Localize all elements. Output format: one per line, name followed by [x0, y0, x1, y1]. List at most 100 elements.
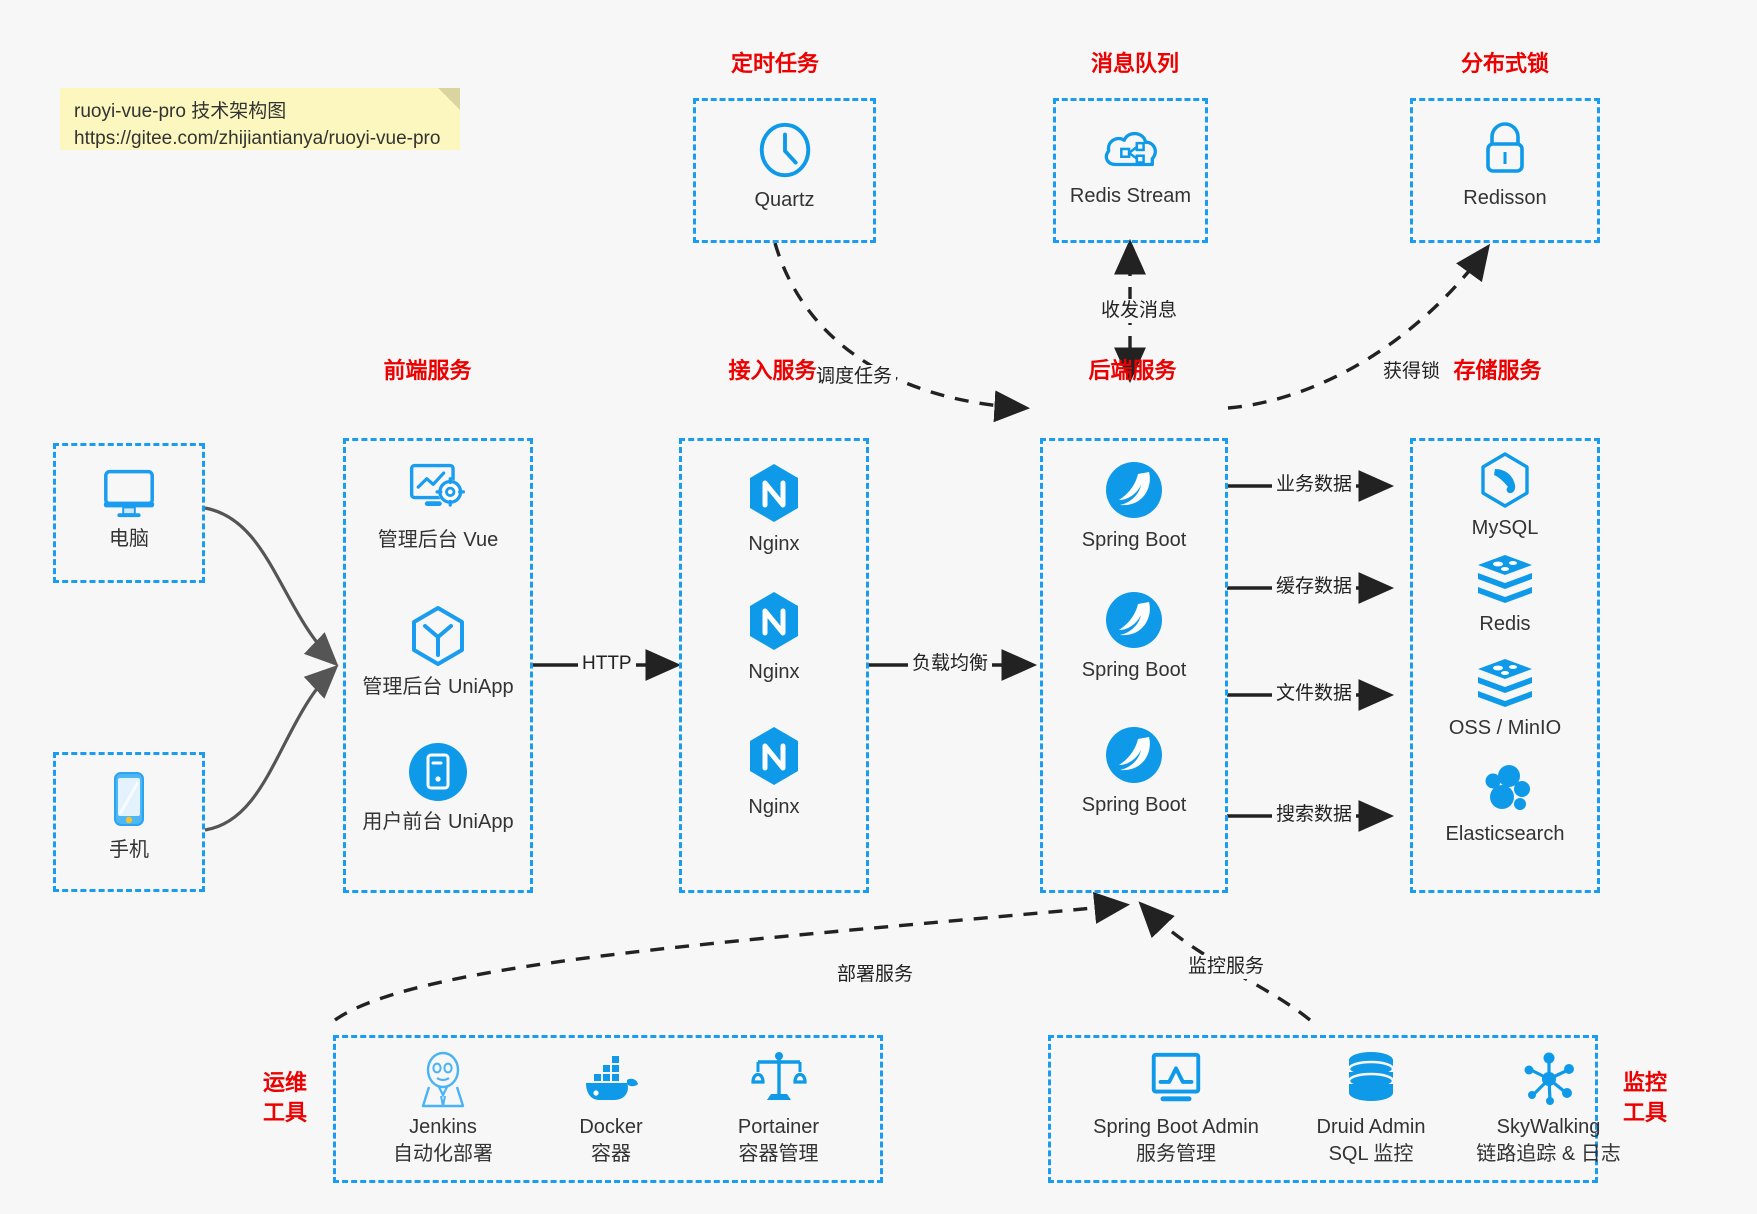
node-skywalking[interactable]: SkyWalking 链路追踪 & 日志	[1441, 1050, 1656, 1168]
edge-label-send-receive-message: 收发消息	[1097, 299, 1182, 323]
node-elasticsearch[interactable]: Elasticsearch	[1413, 761, 1597, 848]
node-label: Spring Boot Admin	[1093, 1116, 1259, 1138]
node-admin-vue[interactable]: 管理后台 Vue	[346, 459, 530, 554]
node-user-uniapp[interactable]: 用户前台 UniApp	[346, 741, 530, 836]
node-quartz[interactable]: Quartz	[696, 119, 873, 214]
node-computer[interactable]: 电脑	[56, 462, 202, 553]
group-title-devops-line2: 工具	[262, 1100, 307, 1125]
node-label: 管理后台 UniApp	[362, 676, 514, 698]
nginx-icon	[750, 464, 798, 522]
lock-icon	[1486, 122, 1524, 173]
node-label: Elasticsearch	[1445, 823, 1565, 845]
node-spring-boot-2[interactable]: Spring Boot	[1043, 589, 1225, 684]
node-label: 手机	[109, 839, 149, 861]
docker-whale-icon	[586, 1056, 638, 1100]
monitor-icon	[103, 469, 155, 518]
group-title-distributed-lock: 分布式锁	[1460, 51, 1549, 76]
node-redisson[interactable]: Redisson	[1413, 119, 1597, 212]
edge-label-cache-data: 缓存数据	[1272, 575, 1357, 599]
node-label: MySQL	[1471, 517, 1539, 539]
group-box-distributed-lock: Redisson	[1410, 98, 1600, 243]
node-sublabel: 链路追踪 & 日志	[1476, 1143, 1621, 1165]
note-url: https://gitee.com/zhijiantianya/ruoyi-vu…	[74, 128, 441, 149]
note-card: ruoyi-vue-pro 技术架构图 https://gitee.com/zh…	[60, 88, 460, 150]
group-box-monitor-tools: Spring Boot Admin 服务管理 Druid Admin SQL 监…	[1048, 1035, 1621, 1183]
node-oss-minio[interactable]: OSS / MinIO	[1413, 657, 1597, 742]
redis-stack-icon	[1478, 659, 1532, 707]
group-box-backend: Spring Boot Spring Boot Spring Boot	[1040, 438, 1228, 893]
jenkins-butler-icon	[421, 1051, 465, 1108]
node-sublabel: SQL 监控	[1328, 1143, 1414, 1165]
group-box-scheduled-task: Quartz	[693, 98, 876, 243]
node-docker[interactable]: Docker 容器	[526, 1050, 696, 1168]
spring-leaf-icon	[1106, 462, 1162, 518]
node-redis-stream[interactable]: Redis Stream	[1056, 119, 1205, 210]
node-label: OSS / MinIO	[1448, 717, 1562, 739]
node-sublabel: 容器管理	[738, 1143, 819, 1165]
spring-leaf-icon	[1106, 727, 1162, 783]
node-label: Redisson	[1463, 187, 1547, 209]
group-box-phone: 手机	[53, 752, 205, 892]
group-title-devops-line1: 运维	[262, 1070, 307, 1095]
group-title-storage: 存储服务	[1453, 358, 1542, 383]
node-admin-uniapp[interactable]: 管理后台 UniApp	[346, 604, 530, 701]
group-box-devops-tools: Jenkins 自动化部署 Docker 容器	[333, 1035, 883, 1183]
redis-stack-icon	[1478, 555, 1532, 603]
clock-icon	[759, 122, 810, 178]
skywalking-node-icon	[1524, 1052, 1574, 1105]
node-label: Nginx	[748, 796, 800, 818]
group-box-message-queue: Redis Stream	[1053, 98, 1208, 243]
note-title: ruoyi-vue-pro 技术架构图	[74, 101, 287, 122]
smartphone-icon	[114, 772, 144, 826]
group-box-computer: 电脑	[53, 443, 205, 583]
node-sublabel: 服务管理	[1136, 1143, 1216, 1165]
edge-label-business-data: 业务数据	[1272, 473, 1357, 497]
edge-label-load-balance: 负载均衡	[908, 652, 993, 676]
node-nginx-2[interactable]: Nginx	[682, 589, 866, 686]
group-title-scheduled-task: 定时任务	[730, 51, 819, 76]
nginx-icon	[750, 727, 798, 785]
node-jenkins[interactable]: Jenkins 自动化部署	[358, 1050, 528, 1168]
edge-label-deploy-service: 部署服务	[833, 963, 918, 987]
node-label: Redis Stream	[1069, 185, 1192, 207]
node-label: Nginx	[748, 533, 800, 555]
node-nginx-1[interactable]: Nginx	[682, 461, 866, 558]
node-phone[interactable]: 手机	[56, 769, 202, 864]
cloud-network-icon	[1104, 131, 1157, 167]
group-title-monitor-line2: 工具	[1622, 1100, 1667, 1125]
group-title-monitor-line1: 监控	[1622, 1070, 1667, 1095]
edge-label-acquire-lock: 获得锁	[1379, 360, 1445, 384]
portainer-scale-icon	[750, 1052, 807, 1100]
elasticsearch-icon	[1485, 765, 1530, 810]
node-label: 用户前台 UniApp	[362, 811, 514, 833]
mysql-dolphin-icon	[1481, 452, 1529, 508]
node-label: Spring Boot	[1081, 659, 1187, 681]
edge-label-search-data: 搜索数据	[1272, 803, 1357, 827]
edge-label-monitor-service: 监控服务	[1184, 955, 1269, 979]
node-portainer[interactable]: Portainer 容器管理	[691, 1048, 866, 1168]
node-spring-boot-1[interactable]: Spring Boot	[1043, 459, 1225, 554]
mobile-app-icon	[409, 743, 467, 801]
node-sublabel: 容器	[591, 1143, 631, 1165]
node-spring-boot-admin[interactable]: Spring Boot Admin 服务管理	[1061, 1050, 1291, 1168]
group-title-devops-tools: 运维 工具	[255, 1068, 315, 1128]
group-title-message-queue: 消息队列	[1090, 51, 1179, 76]
node-redis[interactable]: Redis	[1413, 553, 1597, 638]
group-box-gateway: Nginx Nginx Nginx	[679, 438, 869, 893]
node-label: Docker	[579, 1116, 643, 1138]
node-mysql[interactable]: MySQL	[1413, 451, 1597, 542]
edge-label-schedule-task: 调度任务	[812, 365, 897, 389]
group-box-frontend: 管理后台 Vue 管理后台 UniApp 用户前台 UniApp	[343, 438, 533, 893]
node-label: Nginx	[748, 661, 800, 683]
group-title-backend: 后端服务	[1088, 358, 1177, 383]
note-fold-corner	[438, 88, 460, 110]
node-label: SkyWalking	[1496, 1116, 1601, 1138]
dashboard-gear-icon	[409, 463, 466, 507]
node-druid-admin[interactable]: Druid Admin SQL 监控	[1286, 1050, 1456, 1168]
node-nginx-3[interactable]: Nginx	[682, 724, 866, 821]
node-spring-boot-3[interactable]: Spring Boot	[1043, 724, 1225, 819]
edge-label-http: HTTP	[578, 652, 636, 676]
node-label: Portainer	[737, 1116, 820, 1138]
uniapp-cube-icon	[412, 606, 464, 666]
